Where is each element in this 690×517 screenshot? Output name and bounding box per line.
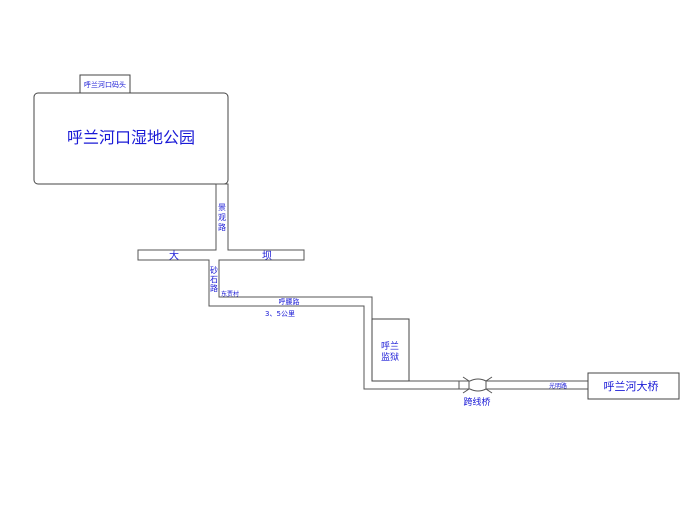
svg-text:石: 石 <box>210 275 218 284</box>
overpass-bridge <box>459 376 493 394</box>
hulan-river-bridge-box[interactable] <box>587 372 680 400</box>
svg-text:观: 观 <box>218 213 226 222</box>
svg-text:景: 景 <box>218 203 226 212</box>
jingguan-road-label: 景 观 路 <box>218 203 226 232</box>
gravel-road-label: 砂 石 路 <box>210 265 218 293</box>
wetland-park-area[interactable] <box>33 92 229 185</box>
dam-label-left: 大 <box>169 249 179 262</box>
svg-text:路: 路 <box>218 222 226 232</box>
prison-label-line1: 呼兰 <box>381 340 399 352</box>
hulan-river-bridge-label: 呼兰河大桥 <box>604 379 659 393</box>
dam-road <box>137 249 305 261</box>
dam-label-right: 坝 <box>262 250 272 262</box>
wetland-park-label: 呼兰河口湿地公园 <box>67 128 195 147</box>
pier-label: 呼兰河口码头 <box>84 80 126 89</box>
prison-label-line2: 监狱 <box>381 351 399 363</box>
svg-text:路: 路 <box>210 283 218 293</box>
gravel-and-huyao-road <box>208 260 460 390</box>
huyao-road-label: 呼腰路 <box>279 297 300 306</box>
prison-box[interactable] <box>371 318 410 382</box>
guangming-road-label: 光明路 <box>549 382 567 390</box>
svg-text:砂: 砂 <box>210 265 218 275</box>
guangming-road <box>486 380 588 390</box>
village-label: 东贾村 <box>221 290 239 298</box>
overpass-label: 跨线桥 <box>463 396 490 408</box>
distance-label: 3、5公里 <box>265 310 295 318</box>
